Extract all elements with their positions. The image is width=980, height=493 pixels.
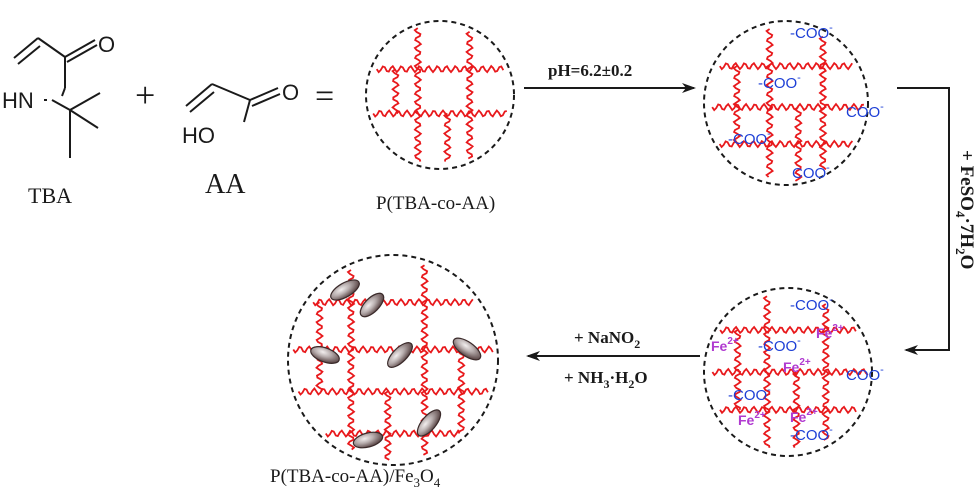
nanoparticle xyxy=(452,337,482,361)
carboxylate-label: -COO- xyxy=(758,335,801,355)
tba-nh: HN xyxy=(2,88,34,113)
polymer-chain xyxy=(325,429,461,438)
polymer-chain xyxy=(456,348,466,434)
arrow-step-2 xyxy=(897,87,950,355)
carboxylate-label: COO- xyxy=(792,162,830,182)
fe3o4-nanoparticles xyxy=(310,279,482,449)
carboxylate-groups-stage2: -COO- -COO- COO- -COO- COO- xyxy=(728,22,884,182)
polymer-chain xyxy=(792,371,801,448)
polymer-chain xyxy=(762,295,772,448)
carboxylate-label: COO- xyxy=(846,101,884,121)
composite-sphere xyxy=(287,254,499,466)
polymer-chain xyxy=(719,405,857,415)
nanoparticle xyxy=(330,279,360,301)
step3-reagent-2: + NH3·H2O xyxy=(564,368,648,391)
aa-oxygen: O xyxy=(282,80,299,105)
polymer-chain xyxy=(391,68,400,115)
step3-reagent-1: + NaNO2 xyxy=(574,328,640,351)
polymer-chain xyxy=(733,329,743,410)
step2-reagent: + FeSO4·7H2O xyxy=(953,150,977,269)
polymer-sphere xyxy=(365,20,515,170)
ionized-polymer-sphere xyxy=(703,20,869,186)
polymer-chain xyxy=(818,35,828,171)
polymer-chain xyxy=(732,65,742,145)
polymer-chain xyxy=(413,27,423,162)
carboxylate-label: COO- xyxy=(846,364,884,384)
polymer-chain xyxy=(375,64,505,74)
polymer-chain xyxy=(346,269,356,451)
carboxylate-label: -COO- xyxy=(790,424,833,444)
iron-loaded-sphere xyxy=(703,287,873,457)
carboxylate-label: -COO- xyxy=(758,72,801,92)
polymer-chain xyxy=(719,61,853,71)
iron-ion-label: Fe2+ xyxy=(816,323,844,341)
polymer-chain xyxy=(718,139,854,149)
plus-sign: + xyxy=(135,75,155,115)
carboxylate-label: -COO- xyxy=(728,128,771,148)
polymer-label: P(TBA-co-AA) xyxy=(376,193,495,214)
carboxylate-label: -COO- xyxy=(728,384,771,404)
polymer-chain xyxy=(312,297,474,307)
equals-sign: = xyxy=(315,78,334,115)
polymer-chain xyxy=(442,112,452,162)
tba-structure xyxy=(13,37,101,158)
polymer-chain xyxy=(719,325,857,335)
nanoparticle xyxy=(310,346,340,364)
aa-label: AA xyxy=(205,169,246,200)
aa-ho: HO xyxy=(182,123,215,148)
polymer-chain xyxy=(465,31,475,160)
polymer-chain xyxy=(765,28,775,178)
polymer-chain xyxy=(711,367,869,377)
polymer-chain xyxy=(372,109,508,118)
tba-label: TBA xyxy=(28,183,72,208)
carboxylate-label: -COO- xyxy=(790,22,833,42)
step1-condition: pH=6.2±0.2 xyxy=(548,61,632,80)
tba-oxygen: O xyxy=(98,32,115,57)
iron-ion-label: Fe2+ xyxy=(790,407,818,425)
nanoparticle xyxy=(387,342,413,368)
polymer-chain xyxy=(793,106,803,182)
composite-label: P(TBA-co-AA)/Fe3O4 xyxy=(270,466,441,490)
carboxylate-groups-stage3: -COO- -COO- COO- -COO- -COO- xyxy=(728,294,884,444)
nanoparticle xyxy=(359,292,385,318)
polymer-chain xyxy=(297,387,489,396)
iron-ion-label: Fe2+ xyxy=(738,410,766,428)
nanoparticle xyxy=(352,431,384,449)
aa-structure xyxy=(185,83,281,123)
polymer-chain xyxy=(821,303,831,441)
polymer-chain xyxy=(383,390,393,461)
nanoparticle xyxy=(416,409,442,437)
iron-ion-label: Fe2+ xyxy=(711,336,739,354)
carboxylate-label: -COO- xyxy=(790,294,833,314)
iron-ion-label: Fe2+ xyxy=(783,357,811,375)
polymer-chain xyxy=(711,102,864,112)
iron-ions: Fe2+ Fe2+ Fe2+ Fe2+ Fe2+ xyxy=(711,323,844,428)
